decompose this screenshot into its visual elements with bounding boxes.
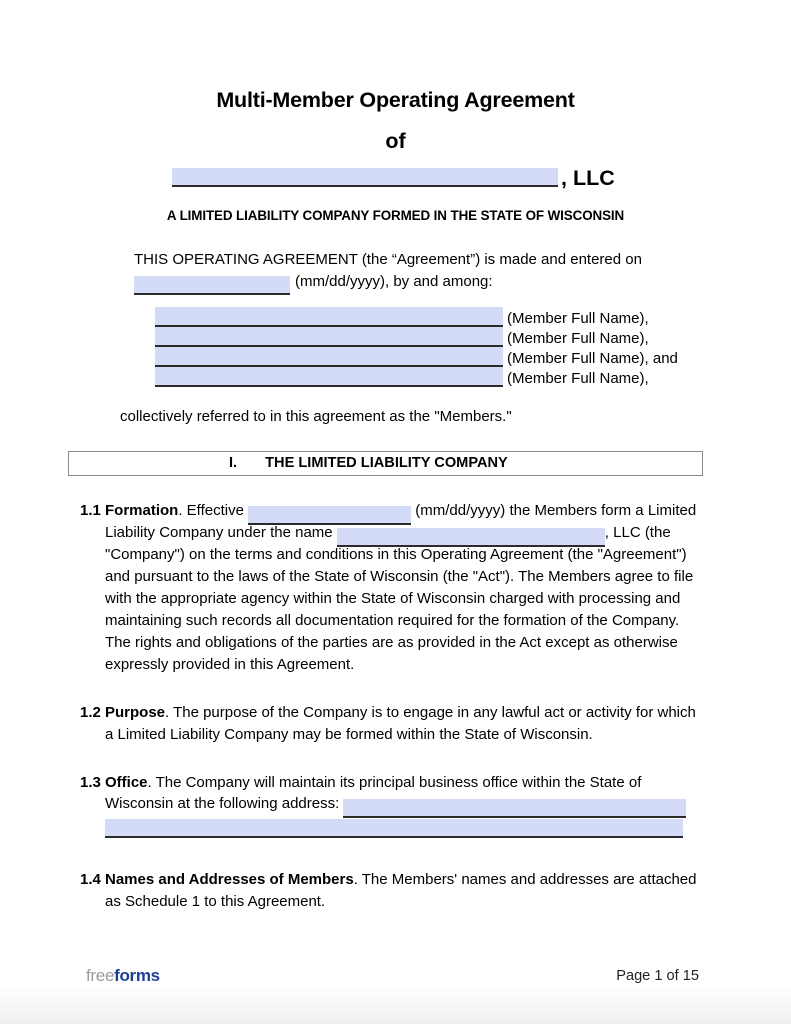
company-name-row: , LLC [0, 154, 791, 188]
member-name-field-1[interactable] [155, 306, 503, 327]
clause-1-1-title: Formation [105, 501, 179, 519]
section-number: I. [229, 455, 238, 472]
formation-company-name-field[interactable] [336, 527, 605, 547]
clause-1-1: 1.1 Formation. Effective (mm/dd/yyyy) th… [0, 476, 791, 676]
clause-1-3: 1.3 Office. The Company will maintain it… [0, 746, 791, 839]
clause-1-1-text-c: , LLC (the "Company") on the terms and c… [105, 523, 694, 673]
clause-1-1-text-b: (mm/dd/yyyy) the Members form a Limited … [105, 501, 697, 541]
member-row: (Member Full Name), [155, 366, 791, 387]
clause-1-3-title: Office [105, 773, 148, 791]
clause-1-2-title: Purpose [105, 703, 166, 721]
agreement-date-field[interactable] [134, 275, 290, 295]
intro-paragraph: THIS OPERATING AGREEMENT (the “Agreement… [0, 223, 682, 295]
intro-line-2: (mm/dd/yyyy), by and among: [134, 271, 682, 295]
office-address-field-line-1[interactable] [343, 799, 687, 819]
logo-text-forms: forms [114, 966, 160, 985]
clause-1-3-number: 1.3 [80, 773, 101, 791]
clause-1-1-body: Formation. Effective (mm/dd/yyyy) the Me… [80, 500, 703, 676]
clause-1-4-body: Names and Addresses of Members. The Memb… [80, 869, 703, 913]
member-name-label-2: (Member Full Name), [507, 329, 649, 347]
collectively-statement: collectively referred to in this agreeme… [120, 407, 512, 425]
company-name-field[interactable] [172, 168, 558, 188]
member-row: (Member Full Name), [155, 326, 791, 347]
section-title: THE LIMITED LIABILITY COMPANY [265, 455, 508, 472]
members-list: (Member Full Name), (Member Full Name), … [0, 292, 791, 387]
logo-text-free: free [86, 966, 115, 985]
clause-1-2-text: . The purpose of the Company is to engag… [105, 703, 696, 743]
member-row: (Member Full Name), [155, 306, 791, 327]
office-address-field-line-2[interactable] [105, 819, 683, 839]
company-suffix-llc: , LLC [561, 165, 615, 190]
intro-date-hint: (mm/dd/yyyy), by and among: [295, 272, 493, 290]
member-name-label-3: (Member Full Name), and [507, 349, 678, 367]
member-name-label-4: (Member Full Name), [507, 369, 649, 387]
page-content: Multi-Member Operating Agreement of , LL… [0, 88, 791, 913]
clause-1-4-number: 1.4 [80, 871, 101, 889]
document-subtitle: A LIMITED LIABILITY COMPANY FORMED IN TH… [166, 208, 625, 224]
clause-1-4: 1.4 Names and Addresses of Members. The … [0, 838, 791, 913]
member-name-field-4[interactable] [155, 366, 503, 387]
page-footer: freeforms Page 1 of 15 [0, 966, 791, 988]
page-title: Multi-Member Operating Agreement [216, 88, 575, 112]
section-header-box: I. THE LIMITED LIABILITY COMPANY [68, 450, 703, 476]
intro-line-1: THIS OPERATING AGREEMENT (the “Agreement… [134, 251, 642, 269]
clause-1-2: 1.2 Purpose. The purpose of the Company … [0, 676, 791, 746]
clause-1-2-number: 1.2 [80, 703, 101, 721]
formation-date-field[interactable] [248, 505, 412, 525]
clause-1-3-text: . The Company will maintain its principa… [105, 773, 642, 813]
clause-1-1-number: 1.1 [80, 501, 101, 519]
clause-1-2-body: Purpose. The purpose of the Company is t… [80, 702, 703, 746]
member-row: (Member Full Name), and [155, 346, 791, 367]
clause-1-4-text: . The Members' names and addresses are a… [105, 871, 697, 911]
page-number-label: Page 1 of 15 [616, 968, 699, 984]
clause-1-3-body: Office. The Company will maintain its pr… [80, 772, 703, 839]
member-name-field-2[interactable] [155, 326, 503, 347]
page-bottom-shadow [0, 984, 791, 1024]
clause-1-4-title: Names and Addresses of Members [105, 871, 354, 889]
member-name-label-1: (Member Full Name), [507, 309, 649, 327]
clause-1-1-text-a: . Effective [178, 501, 249, 519]
member-name-field-3[interactable] [155, 346, 503, 367]
freeforms-logo[interactable]: freeforms [86, 966, 160, 986]
title-connector-of: of [385, 128, 406, 153]
